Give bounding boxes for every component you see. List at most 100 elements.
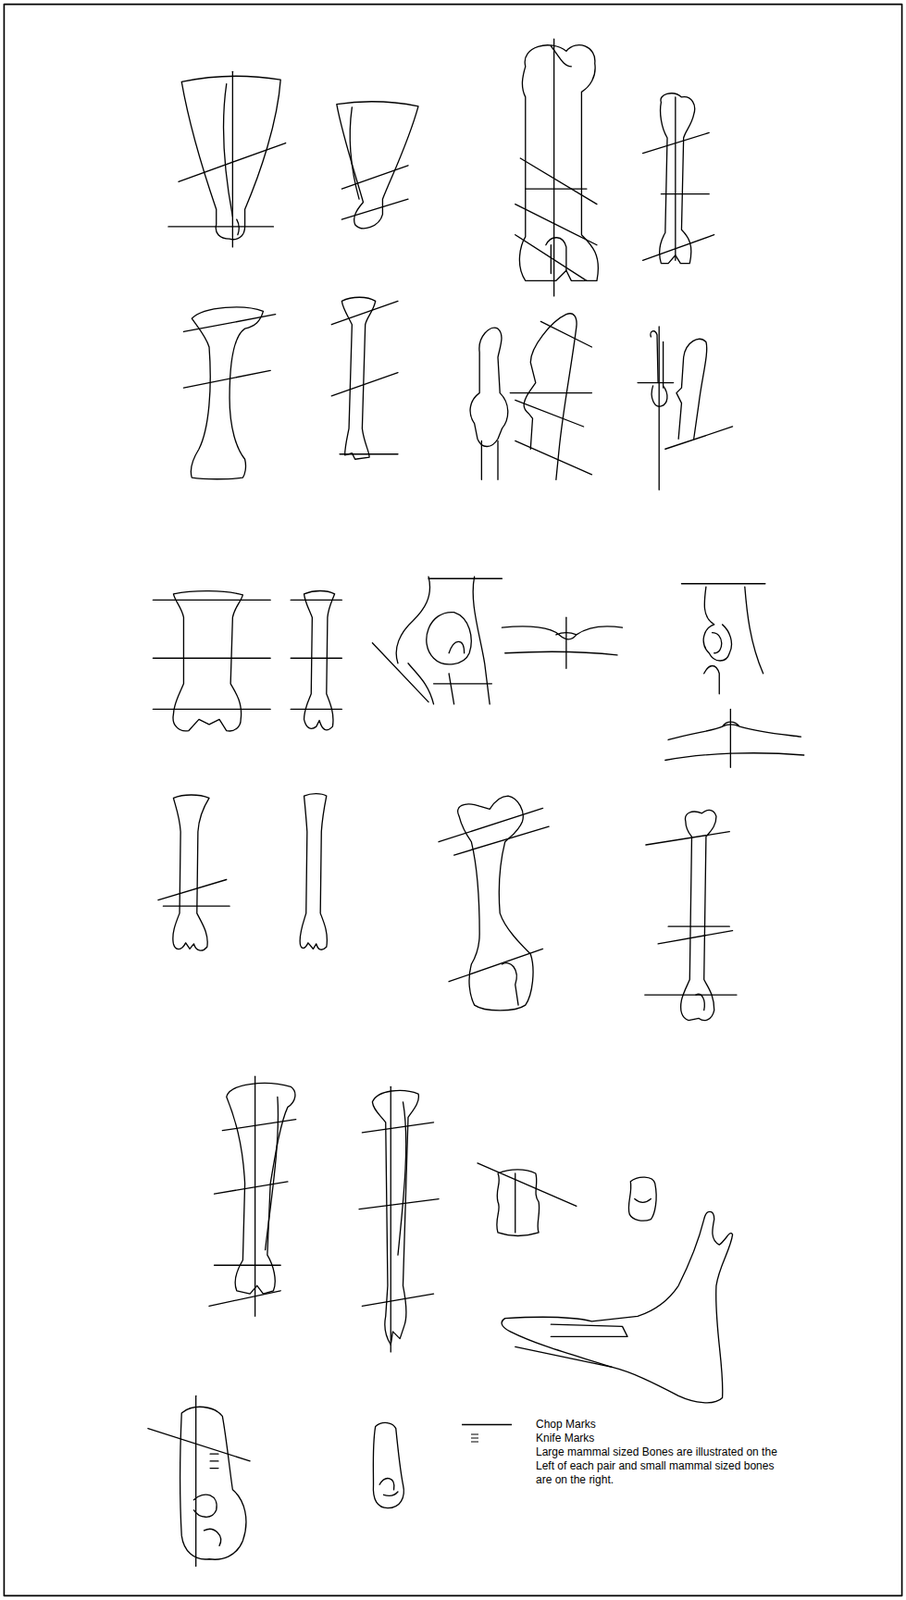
scapula-large xyxy=(168,71,286,248)
chop-mark xyxy=(178,143,286,183)
bone-outline xyxy=(193,1494,221,1546)
tibia-large xyxy=(209,1076,297,1316)
chop-mark xyxy=(290,657,342,659)
bone-outline xyxy=(458,795,534,1011)
ulna-small xyxy=(637,326,733,490)
legend: Chop MarksKnife MarksLarge mammal sized … xyxy=(459,1417,791,1488)
bone-outline xyxy=(628,1177,657,1221)
chop-mark xyxy=(681,583,765,584)
chop-mark xyxy=(222,1119,296,1131)
bone-outline xyxy=(396,576,490,705)
chop-mark xyxy=(540,321,592,348)
chop-mark xyxy=(637,382,674,384)
pelvis-section-large xyxy=(501,617,622,669)
chop-mark xyxy=(359,1199,439,1210)
pelvis-small xyxy=(681,583,765,695)
bone-outline xyxy=(299,794,327,951)
chop-mark xyxy=(438,807,543,842)
femur-small xyxy=(645,809,737,1020)
chop-line xyxy=(461,1424,512,1426)
chop-mark xyxy=(148,1428,250,1462)
legend-note: Large mammal sized Bones are illustrated… xyxy=(535,1445,791,1488)
chop-mark xyxy=(214,1181,288,1194)
bone-outline xyxy=(481,440,498,480)
bone-outline xyxy=(681,809,717,1020)
femur-large xyxy=(438,795,549,1011)
bone-outline xyxy=(190,307,263,480)
bone-outline xyxy=(181,75,281,239)
chop-mark xyxy=(158,879,227,900)
chop-mark xyxy=(448,948,543,981)
bone-outline xyxy=(3,4,902,1597)
metatarsal-large xyxy=(158,794,230,951)
chop-mark xyxy=(162,905,230,906)
knife-tick xyxy=(471,1434,479,1436)
knife-mark-sample xyxy=(459,1431,536,1446)
chop-mark xyxy=(515,1346,613,1367)
metapodial-large xyxy=(152,591,271,732)
bone-outline xyxy=(470,327,509,447)
chop-mark xyxy=(515,440,593,474)
bone-outline xyxy=(550,1324,628,1337)
ulna-large xyxy=(470,313,592,481)
chop-mark xyxy=(660,193,709,195)
bone-outline xyxy=(397,1102,407,1255)
metapodial-small xyxy=(290,590,342,730)
calcaneus-large xyxy=(148,1395,250,1566)
chop-mark xyxy=(643,132,710,153)
pelvis-large xyxy=(372,576,502,705)
chop-mark xyxy=(152,708,271,710)
chop-mark xyxy=(254,1076,256,1316)
mandible xyxy=(501,1211,733,1403)
bone-outline xyxy=(665,721,805,760)
tibia-small xyxy=(359,1086,439,1353)
chop-mark xyxy=(515,204,597,246)
chop-mark xyxy=(645,831,730,845)
bone-outline xyxy=(496,1169,540,1236)
chop-mark xyxy=(290,708,342,710)
bone-outline xyxy=(226,1083,296,1295)
chop-mark xyxy=(477,1163,577,1206)
bone-outline xyxy=(372,1422,404,1508)
chop-mark-sample xyxy=(459,1417,536,1432)
chop-mark xyxy=(341,198,409,220)
bone-outline xyxy=(173,794,210,951)
chop-mark xyxy=(290,599,342,601)
knife-tick xyxy=(471,1441,479,1443)
chop-mark xyxy=(553,38,555,297)
chop-mark xyxy=(454,826,550,856)
bone-outline xyxy=(501,1211,733,1403)
chop-mark xyxy=(339,453,398,455)
chop-mark xyxy=(665,426,733,449)
bone-outline xyxy=(703,586,763,695)
chop-mark xyxy=(515,399,584,427)
legend-text: Chop Marks xyxy=(535,1417,596,1432)
chop-mark xyxy=(643,235,715,261)
chop-mark xyxy=(645,993,737,995)
chop-mark xyxy=(341,165,409,189)
chop-mark xyxy=(657,930,733,944)
bone-outline xyxy=(695,993,705,1010)
chop-mark xyxy=(390,1086,392,1353)
radius-small xyxy=(331,297,398,460)
bone-outline xyxy=(659,93,696,264)
bone-outline xyxy=(523,313,577,481)
bone-outline xyxy=(426,612,472,665)
chop-mark xyxy=(434,682,493,684)
chop-mark xyxy=(331,372,398,397)
bone-outline xyxy=(265,1096,279,1250)
scapula-small xyxy=(336,101,419,229)
pelvis-section-small xyxy=(665,708,805,768)
chop-mark xyxy=(509,392,592,394)
bone-outline xyxy=(501,963,519,1006)
chop-mark xyxy=(214,1265,282,1266)
chop-mark xyxy=(730,708,732,768)
metatarsal-small xyxy=(299,794,327,951)
chop-mark xyxy=(232,71,234,248)
chop-mark xyxy=(183,370,271,388)
chop-mark xyxy=(525,187,587,189)
chop-mark xyxy=(372,643,429,703)
bone-outline xyxy=(501,626,622,656)
calcaneus-small xyxy=(372,1422,404,1508)
